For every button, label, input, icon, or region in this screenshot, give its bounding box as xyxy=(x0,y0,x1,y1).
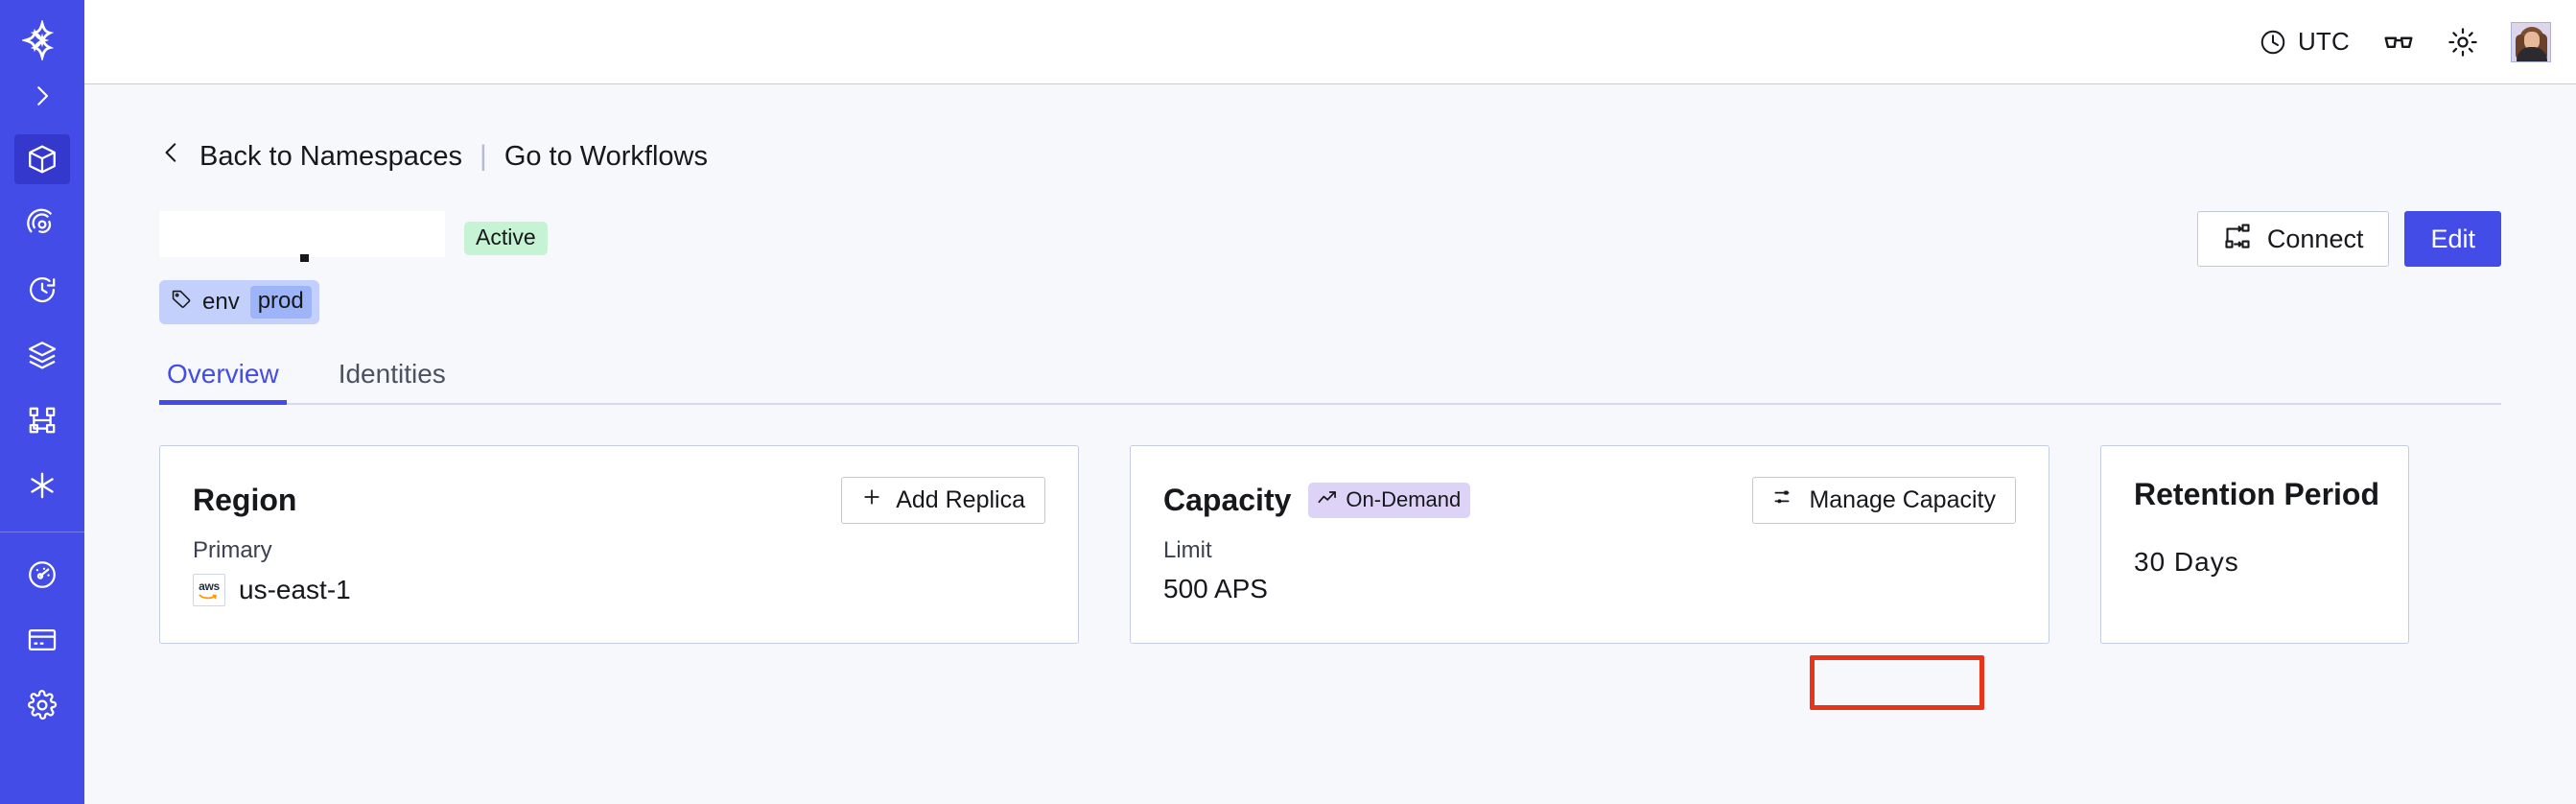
capacity-sublabel: Limit xyxy=(1163,537,1212,563)
add-replica-button[interactable]: Add Replica xyxy=(841,477,1045,524)
on-demand-badge: On-Demand xyxy=(1308,483,1471,518)
sidebar-item-nexus[interactable] xyxy=(14,461,70,510)
plus-icon xyxy=(861,486,882,514)
capacity-card-title: Capacity xyxy=(1163,483,1292,517)
avatar-body xyxy=(2517,46,2547,61)
retention-card-title: Retention Period xyxy=(2134,477,2380,511)
tag-icon xyxy=(171,289,192,317)
capacity-value-row: 500 APS xyxy=(1163,574,2016,604)
sidebar-item-billing[interactable] xyxy=(14,615,70,665)
avatar-hair-left xyxy=(2516,34,2525,59)
edit-label: Edit xyxy=(2430,224,2475,253)
redaction-mark xyxy=(300,254,309,262)
timezone-label: UTC xyxy=(2297,27,2350,56)
region-card-title: Region xyxy=(193,483,297,517)
capacity-card-header: Capacity On-Demand xyxy=(1163,477,2016,524)
namespace-name-redacted xyxy=(159,211,445,262)
sidebar-item-usage[interactable] xyxy=(14,550,70,600)
gear-icon xyxy=(26,689,59,721)
sidebar-secondary-group xyxy=(14,550,70,745)
sidebar-expand-button[interactable] xyxy=(0,65,84,127)
tab-overview[interactable]: Overview xyxy=(159,359,287,405)
sidebar-item-workflows[interactable] xyxy=(14,395,70,445)
chevron-left-icon xyxy=(159,136,184,177)
status-badge: Active xyxy=(464,222,548,255)
gauge-icon xyxy=(26,558,59,591)
avatar-hair-right xyxy=(2537,33,2547,60)
tag-value: prod xyxy=(249,286,312,319)
asterisk-icon xyxy=(26,469,59,502)
retention-value: 30 Days xyxy=(2134,547,2239,577)
clock-icon xyxy=(2259,28,2287,57)
reading-glasses-icon[interactable] xyxy=(2382,26,2415,59)
back-to-namespaces-link[interactable]: Back to Namespaces xyxy=(159,136,462,177)
page-title xyxy=(159,211,447,266)
tag-key: env xyxy=(202,289,240,315)
namespace-title-block: Active xyxy=(159,211,548,266)
connect-nodes-icon xyxy=(2223,222,2252,257)
region-value-row: aws us-east-1 xyxy=(193,574,1045,606)
manage-capacity-button[interactable]: Manage Capacity xyxy=(1752,477,2016,524)
sun-icon[interactable] xyxy=(2447,27,2478,58)
namespace-header: Active xyxy=(159,211,2501,267)
cube-icon xyxy=(26,143,59,176)
sidebar-item-observe[interactable] xyxy=(14,200,70,249)
top-bar: UTC xyxy=(84,0,2576,84)
credit-card-icon xyxy=(26,624,59,656)
clock-history-icon xyxy=(26,273,59,306)
region-card: Region Add Replica xyxy=(159,445,1079,644)
top-bar-actions: UTC xyxy=(2259,21,2551,62)
region-value: us-east-1 xyxy=(239,575,351,604)
user-avatar[interactable] xyxy=(2511,21,2551,62)
avatar-face xyxy=(2524,31,2540,50)
eye-orbit-icon xyxy=(26,208,59,241)
region-sublabel: Primary xyxy=(193,537,272,563)
sidebar-primary-group xyxy=(14,134,70,526)
trending-up-icon xyxy=(1317,487,1338,512)
tab-identities[interactable]: Identities xyxy=(338,359,446,389)
capacity-card: Capacity On-Demand xyxy=(1130,445,2049,644)
go-to-workflows-link[interactable]: Go to Workflows xyxy=(503,140,709,172)
namespace-tags: env prod xyxy=(159,280,2501,324)
breadcrumb-separator: | xyxy=(480,140,487,172)
overview-cards: Region Add Replica xyxy=(159,445,2501,644)
breadcrumb: Back to Namespaces | Go to Workflows xyxy=(159,136,2501,177)
primary-sidebar xyxy=(0,0,84,804)
tag-chip[interactable]: env prod xyxy=(159,280,319,324)
edit-button[interactable]: Edit xyxy=(2404,211,2501,267)
retention-card-header: Retention Period xyxy=(2134,477,2380,512)
sidebar-item-settings[interactable] xyxy=(14,680,70,730)
manage-capacity-highlight xyxy=(1810,655,1984,710)
aws-logo-text: aws xyxy=(199,579,220,593)
layers-icon xyxy=(26,339,59,371)
sidebar-item-namespaces[interactable] xyxy=(14,134,70,184)
tab-bar: Overview Identities xyxy=(159,359,2501,405)
connect-label: Connect xyxy=(2266,224,2364,253)
region-card-action: Add Replica xyxy=(841,477,1045,524)
on-demand-label: On-Demand xyxy=(1346,487,1462,511)
header-actions: Connect Edit xyxy=(2196,211,2501,267)
temporal-logo-icon[interactable] xyxy=(0,15,84,65)
timezone-selector[interactable]: UTC xyxy=(2259,27,2350,57)
manage-capacity-label: Manage Capacity xyxy=(1809,486,1996,513)
region-card-header: Region Add Replica xyxy=(193,477,1045,524)
main-area: UTC xyxy=(84,0,2576,804)
sidebar-item-layers[interactable] xyxy=(14,330,70,380)
capacity-value: 500 APS xyxy=(1163,574,1268,603)
back-label: Back to Namespaces xyxy=(199,140,463,172)
sliders-icon xyxy=(1772,485,1795,515)
sidebar-item-history[interactable] xyxy=(14,265,70,315)
capacity-card-action: Manage Capacity xyxy=(1752,477,2016,524)
content-area: Back to Namespaces | Go to Workflows xyxy=(84,84,2576,804)
add-replica-label: Add Replica xyxy=(896,486,1025,513)
retention-card: Retention Period 30 Days xyxy=(2100,445,2409,644)
connect-button[interactable]: Connect xyxy=(2196,211,2390,267)
schedule-branch-icon xyxy=(26,404,59,437)
aws-logo-icon: aws xyxy=(193,574,225,606)
